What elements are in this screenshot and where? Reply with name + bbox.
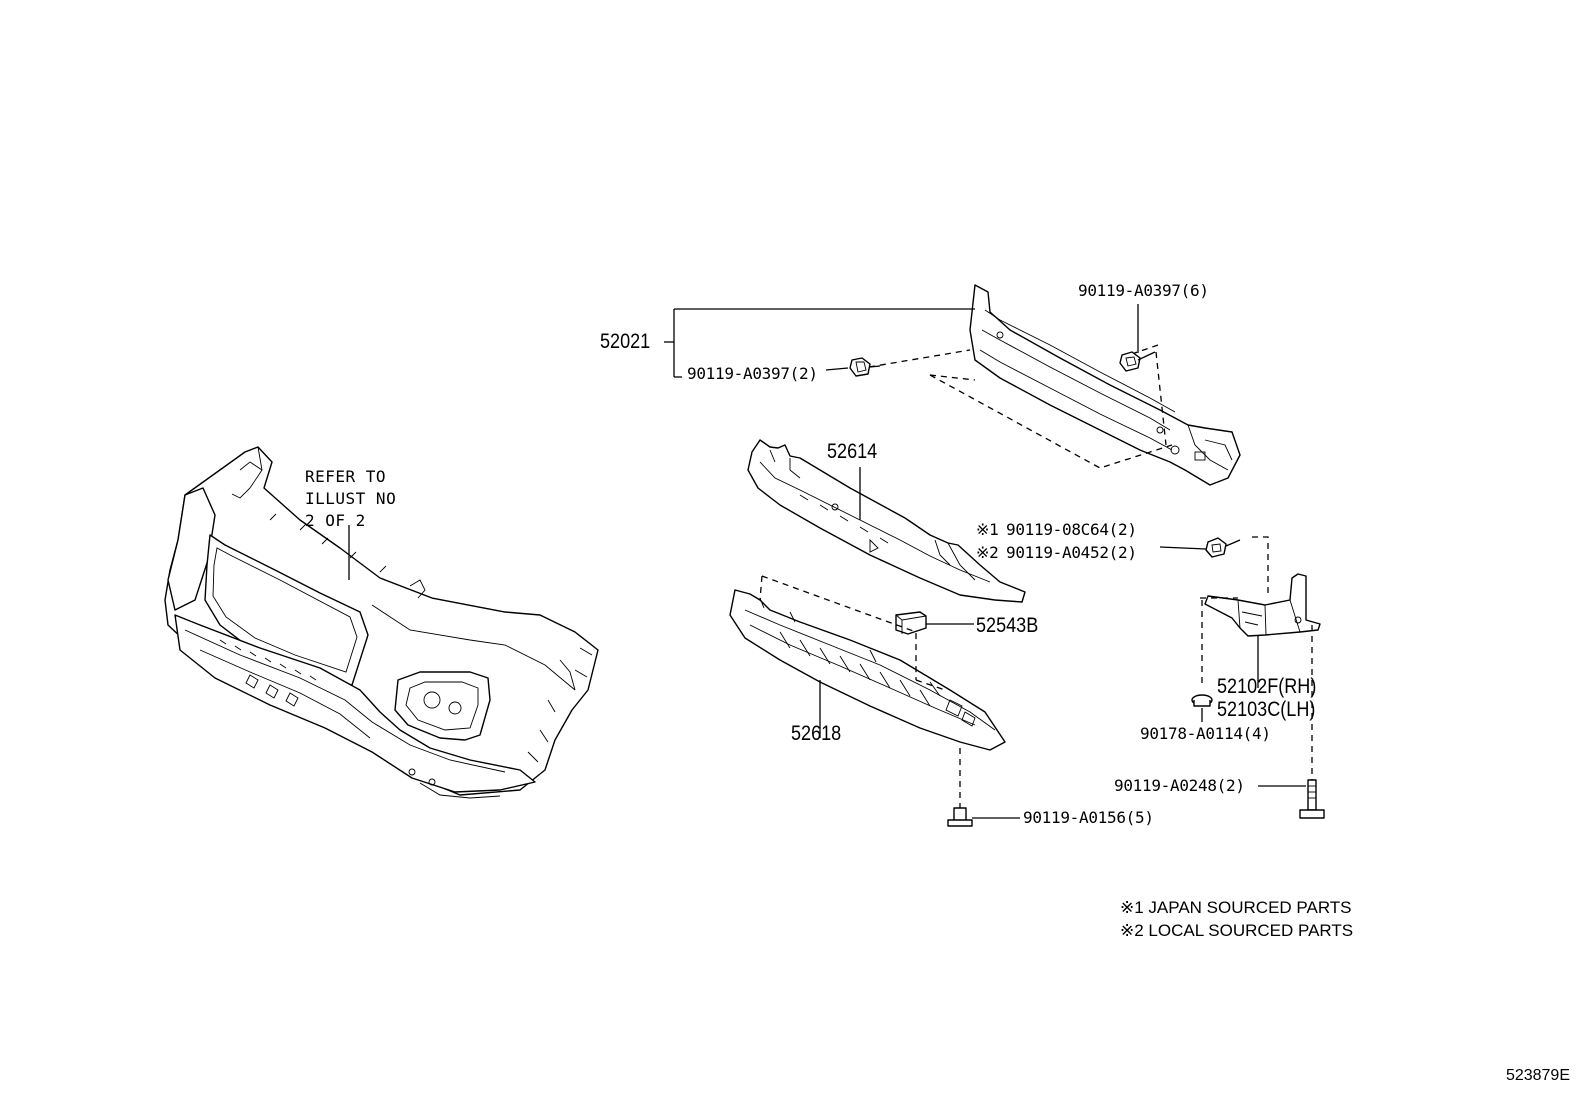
footnote-local-sourced: ※2 LOCAL SOURCED PARTS: [1120, 921, 1354, 940]
refer-note-line-1: REFER TO: [305, 467, 387, 486]
bolt-bracket-lower-icon: [1258, 779, 1325, 819]
refer-illustration-note: REFER TO ILLUST NO 2 OF 2: [305, 466, 396, 532]
label-52102f-rh: 52102F(RH): [1217, 675, 1317, 698]
leader-52021: [664, 304, 1139, 378]
bolt-upper-right-icon: [1119, 351, 1156, 372]
label-52618: 52618: [791, 722, 842, 745]
label-bolt-a0452: 90119-A0452(2): [1006, 543, 1137, 562]
under-cover-illustration: [729, 575, 1006, 808]
label-bolt-a0248: 90119-A0248(2): [1114, 776, 1245, 795]
label-mark-2: ※2: [976, 543, 999, 562]
label-mark-1: ※1: [976, 520, 999, 539]
label-52543b: 52543B: [976, 614, 1039, 637]
bolt-lower-center-icon: [947, 807, 1020, 827]
refer-note-line-2: ILLUST NO: [305, 489, 397, 508]
footnote-japan-sourced: ※1 JAPAN SOURCED PARTS: [1120, 898, 1352, 917]
label-clip-a0114: 90178-A0114(4): [1140, 724, 1271, 743]
bolt-upper-left-icon: [849, 357, 881, 377]
label-52021: 52021: [600, 330, 651, 353]
refer-note-line-3: 2 OF 2: [305, 511, 366, 530]
label-52614: 52614: [827, 440, 878, 463]
label-bolt-a0156: 90119-A0156(5): [1023, 808, 1154, 827]
label-bolt-08c64: 90119-08C64(2): [1006, 520, 1137, 539]
energy-absorber-illustration: [747, 439, 1026, 603]
reinforcement-bar-illustration: [868, 284, 1241, 486]
label-bolt-a0397-2: 90119-A0397(2): [687, 364, 818, 383]
bracket-illustration: [1200, 536, 1321, 780]
bumper-cover-illustration: [164, 446, 599, 799]
spacer-block-illustration: [895, 611, 974, 635]
bolt-bracket-upper-icon: [1159, 537, 1241, 558]
illustration-id: 523879E: [1505, 1067, 1570, 1084]
label-52103c-lh: 52103C(LH): [1217, 698, 1316, 721]
label-bolt-a0397-6: 90119-A0397(6): [1078, 281, 1209, 300]
clip-icon: [1191, 694, 1213, 722]
